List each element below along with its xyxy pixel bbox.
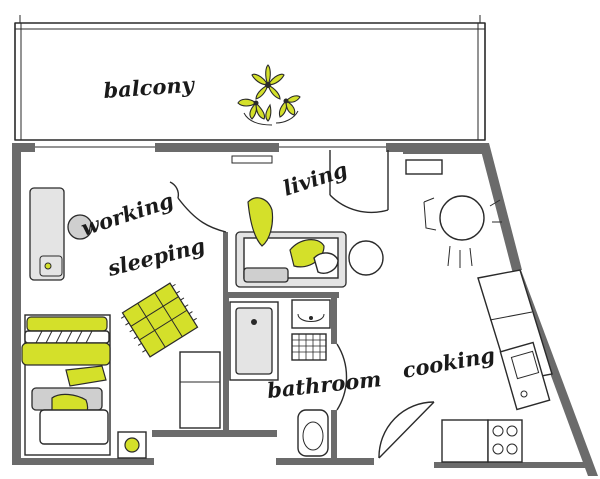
rug xyxy=(120,282,199,358)
kitchen-counter xyxy=(477,269,553,411)
interior-walls xyxy=(223,232,339,460)
dining-table xyxy=(423,195,502,268)
side-table xyxy=(348,240,384,276)
sink xyxy=(291,299,331,329)
fridge xyxy=(405,159,443,175)
label-living: living xyxy=(280,157,351,201)
bed xyxy=(21,314,111,456)
wardrobe xyxy=(179,351,221,429)
sofa xyxy=(235,197,347,288)
label-balcony: balcony xyxy=(103,72,197,103)
desk xyxy=(29,187,93,281)
stove xyxy=(441,419,523,463)
label-working: working xyxy=(78,187,177,240)
balcony-area xyxy=(14,15,486,141)
label-bathroom: bathroom xyxy=(266,366,383,403)
nightstand xyxy=(117,431,147,459)
label-cooking: cooking xyxy=(401,342,497,383)
doors xyxy=(35,146,435,459)
bath-mat xyxy=(291,333,327,361)
shower xyxy=(229,301,279,381)
toilet xyxy=(297,409,329,457)
label-sleeping: sleeping xyxy=(104,233,207,281)
balcony-plant xyxy=(237,64,301,126)
